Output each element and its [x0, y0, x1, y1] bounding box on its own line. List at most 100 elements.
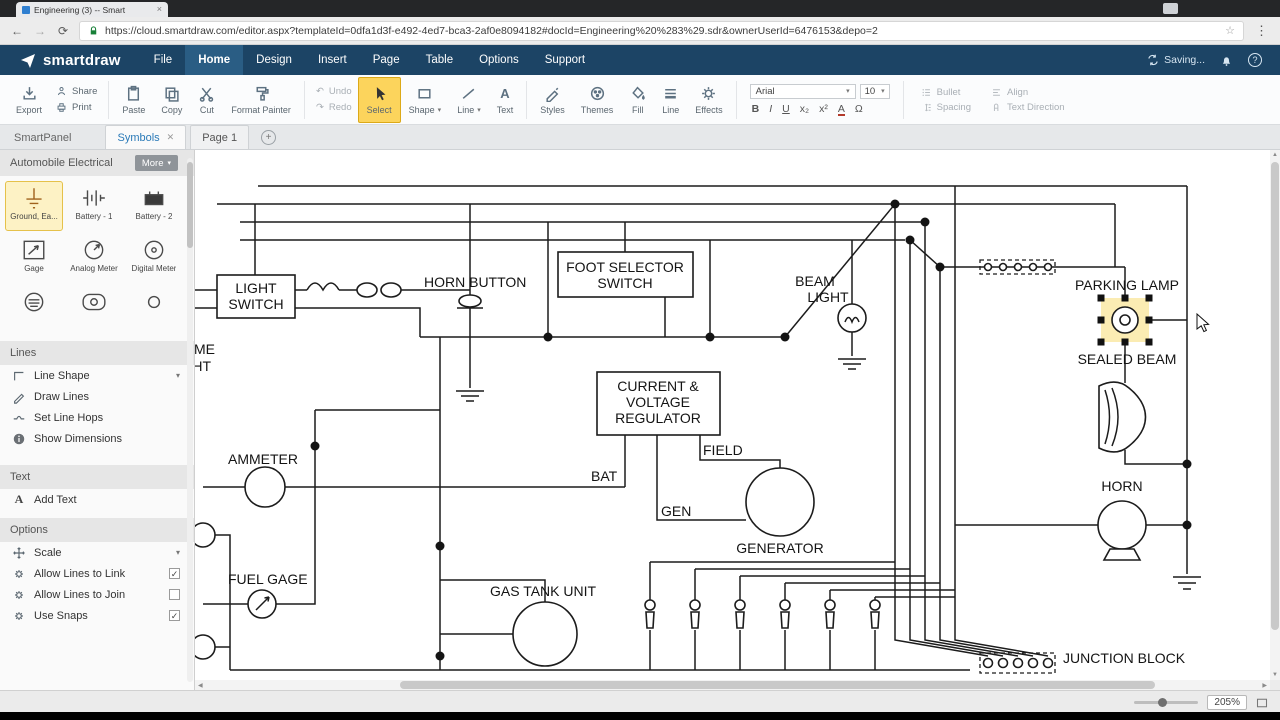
- back-icon[interactable]: ←: [10, 24, 24, 38]
- label-partial-dome[interactable]: HT: [195, 358, 211, 374]
- scroll-down-icon[interactable]: ▼: [1272, 672, 1278, 678]
- underline-button[interactable]: U: [782, 103, 790, 115]
- scale-item[interactable]: Scale ▾: [0, 542, 194, 563]
- horn-symbol[interactable]: [1098, 501, 1146, 560]
- menu-page[interactable]: Page: [360, 45, 413, 75]
- label-light-switch[interactable]: LIGHT: [235, 280, 277, 296]
- font-color-button[interactable]: A: [838, 104, 845, 116]
- bullet-button[interactable]: Bullet: [921, 87, 971, 98]
- label-beam-light[interactable]: LIGHT: [807, 289, 849, 305]
- beam-light-lamp[interactable]: [838, 304, 866, 332]
- label-foot-selector[interactable]: FOOT SELECTOR: [566, 259, 684, 275]
- tab-symbols[interactable]: Symbols ✕: [105, 125, 186, 149]
- close-icon[interactable]: ✕: [167, 132, 175, 143]
- line-shape-item[interactable]: Line Shape ▾: [0, 365, 194, 386]
- ammeter-symbol[interactable]: [245, 467, 285, 507]
- superscript-button[interactable]: x²: [819, 103, 828, 115]
- fuse-symbol[interactable]: [357, 283, 377, 297]
- horizontal-scrollbar-thumb[interactable]: [400, 681, 1155, 689]
- scroll-left-icon[interactable]: ◀: [198, 682, 203, 689]
- undo-button[interactable]: ↶Undo: [316, 86, 352, 97]
- horizontal-scrollbar[interactable]: ◀ ▶: [195, 680, 1270, 690]
- format-painter-button[interactable]: Format Painter: [223, 77, 299, 123]
- fit-page-icon[interactable]: [1256, 697, 1268, 709]
- text-tool-button[interactable]: A Text: [489, 77, 522, 123]
- label-bat[interactable]: BAT: [591, 468, 618, 484]
- label-field[interactable]: FIELD: [703, 442, 743, 458]
- wire-connectors[interactable]: [645, 600, 880, 628]
- label-fuel-gage[interactable]: FUEL GAGE: [228, 571, 308, 587]
- symbol-meter-3[interactable]: [5, 285, 63, 329]
- scroll-right-icon[interactable]: ▶: [1262, 682, 1267, 689]
- styles-button[interactable]: Styles: [532, 77, 573, 123]
- add-page-button[interactable]: +: [261, 130, 276, 145]
- allow-lines-to-join-item[interactable]: Allow Lines to Join: [0, 584, 194, 605]
- help-icon[interactable]: ?: [1248, 53, 1262, 67]
- smartpanel-label[interactable]: SmartPanel: [0, 132, 105, 149]
- generator-symbol[interactable]: [746, 468, 814, 536]
- zoom-slider-thumb[interactable]: [1158, 698, 1167, 707]
- subscript-button[interactable]: x₂: [800, 103, 809, 115]
- vertical-scrollbar-thumb[interactable]: [1271, 162, 1279, 630]
- show-dimensions-item[interactable]: Show Dimensions: [0, 428, 194, 449]
- label-regulator[interactable]: REGULATOR: [615, 410, 701, 426]
- symbol-ground[interactable]: Ground, Ea...: [5, 181, 63, 231]
- label-horn[interactable]: HORN: [1101, 478, 1142, 494]
- allow-lines-to-join-checkbox[interactable]: [169, 589, 180, 600]
- fill-button[interactable]: Fill: [621, 77, 654, 123]
- share-button[interactable]: Share: [56, 86, 97, 97]
- themes-button[interactable]: Themes: [573, 77, 622, 123]
- horn-button-symbol[interactable]: [459, 295, 481, 307]
- forward-icon[interactable]: →: [33, 24, 47, 38]
- junction-block-top[interactable]: [980, 260, 1055, 274]
- effects-button[interactable]: Effects: [687, 77, 730, 123]
- cut-button[interactable]: Cut: [190, 77, 223, 123]
- shape-tool-button[interactable]: Shape▾: [401, 77, 450, 123]
- sidebar-scrollbar-thumb[interactable]: [187, 162, 193, 248]
- zoom-level[interactable]: 205%: [1207, 695, 1247, 710]
- fuse-symbol[interactable]: [381, 283, 401, 297]
- drawing-canvas[interactable]: LIGHT SWITCH HORN BUTTON FOOT SELECTOR S…: [195, 150, 1280, 690]
- address-bar[interactable]: https://cloud.smartdraw.com/editor.aspx?…: [79, 21, 1244, 41]
- sealed-beam-symbol[interactable]: [1099, 382, 1146, 452]
- menu-support[interactable]: Support: [532, 45, 598, 75]
- copy-button[interactable]: Copy: [153, 77, 190, 123]
- font-size-select[interactable]: 10▾: [860, 84, 890, 99]
- label-horn-button[interactable]: HORN BUTTON: [424, 274, 526, 290]
- parking-lamp-selected[interactable]: [1098, 295, 1153, 346]
- refresh-icon[interactable]: ⟳: [56, 24, 70, 38]
- menu-table[interactable]: Table: [413, 45, 467, 75]
- label-gen[interactable]: GEN: [661, 503, 691, 519]
- spacing-button[interactable]: Spacing: [921, 102, 971, 113]
- zoom-slider[interactable]: [1134, 701, 1198, 704]
- label-sealed-beam[interactable]: SEALED BEAM: [1078, 351, 1177, 367]
- redo-button[interactable]: ↷Redo: [316, 102, 352, 113]
- symbol-analog-meter[interactable]: Analog Meter: [65, 233, 123, 283]
- browser-profile-icon[interactable]: [1163, 3, 1178, 14]
- notifications-bell-icon[interactable]: [1220, 54, 1233, 67]
- symbol-digital-meter[interactable]: Digital Meter: [125, 233, 183, 283]
- add-text-item[interactable]: A Add Text: [0, 489, 194, 510]
- menu-options[interactable]: Options: [466, 45, 532, 75]
- allow-lines-to-link-item[interactable]: Allow Lines to Link ✓: [0, 563, 194, 584]
- use-snaps-checkbox[interactable]: ✓: [169, 610, 180, 621]
- italic-button[interactable]: I: [769, 103, 772, 115]
- vertical-scrollbar[interactable]: ▲ ▼: [1270, 150, 1280, 680]
- menu-insert[interactable]: Insert: [305, 45, 360, 75]
- symbol-meter-5[interactable]: [125, 285, 183, 329]
- wiring-diagram[interactable]: LIGHT SWITCH HORN BUTTON FOOT SELECTOR S…: [195, 150, 1280, 680]
- label-generator[interactable]: GENERATOR: [736, 540, 823, 556]
- symbol-battery-2[interactable]: Battery - 2: [125, 181, 183, 231]
- label-regulator[interactable]: CURRENT &: [617, 378, 699, 394]
- components[interactable]: [195, 252, 1153, 673]
- label-foot-selector[interactable]: SWITCH: [597, 275, 652, 291]
- bold-button[interactable]: B: [752, 103, 760, 115]
- label-regulator[interactable]: VOLTAGE: [626, 394, 690, 410]
- label-light-switch[interactable]: SWITCH: [228, 296, 283, 312]
- symbol-battery-1[interactable]: Battery - 1: [65, 181, 123, 231]
- scroll-up-icon[interactable]: ▲: [1272, 152, 1278, 158]
- browser-menu-icon[interactable]: ⋮: [1253, 23, 1270, 39]
- bookmark-star-icon[interactable]: ☆: [1225, 24, 1235, 37]
- allow-lines-to-link-checkbox[interactable]: ✓: [169, 568, 180, 579]
- more-button[interactable]: More▾: [135, 155, 178, 171]
